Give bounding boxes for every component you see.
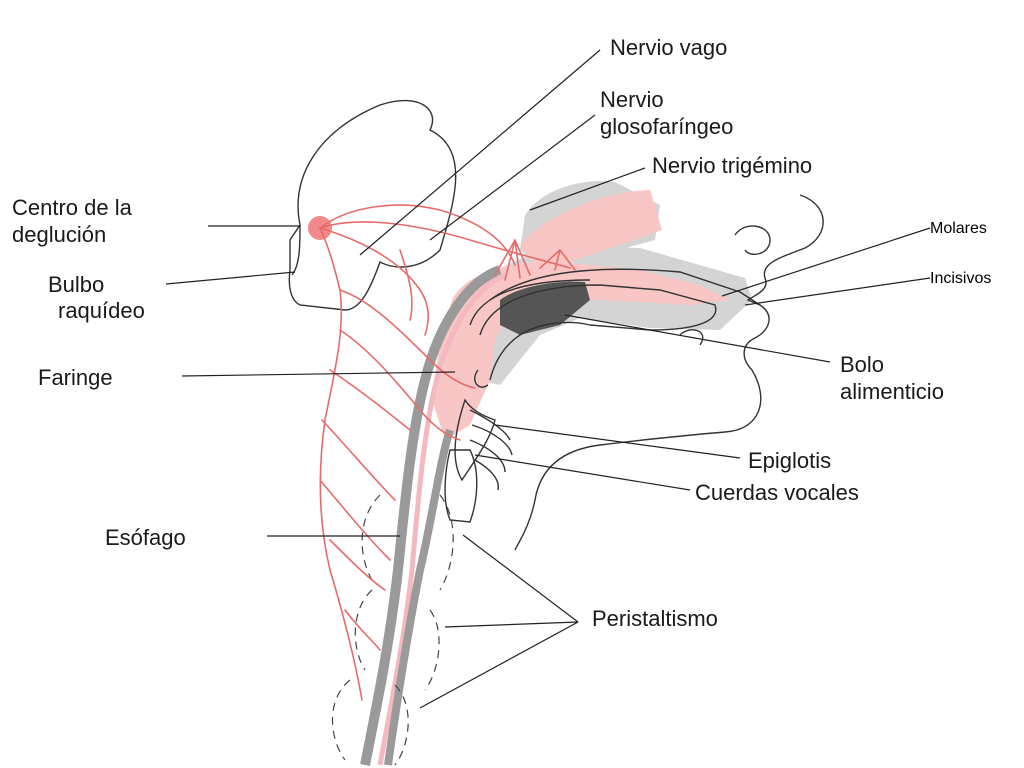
label-nervio-trigemino: Nervio trigémino [652,153,812,178]
leader-peristaltismo-2 [444,621,579,628]
palate-outline [489,268,761,306]
label-bolo-line2: alimenticio [840,379,944,404]
nerve-network [319,204,576,701]
leader-nervio-trigemino [529,167,646,211]
leader-cuerdas [474,454,691,491]
leader-nervio-glosofaringeo [429,114,596,241]
peristalsis-wave-2 [354,589,440,691]
label-molares: Molares [930,220,987,237]
vocal-cords-shape [444,449,478,523]
trachea-tube [384,428,454,766]
epiglottis-shape [454,398,496,482]
label-faringe: Faringe [38,365,113,390]
label-esofago: Esófago [105,525,186,550]
leader-epiglotis [494,424,741,459]
leader-bulbo [165,271,296,285]
label-peristaltismo: Peristaltismo [592,606,718,631]
leader-molares [721,227,931,297]
label-nervio-vago: Nervio vago [610,35,727,60]
peristalsis-wave-3 [331,679,409,766]
esophagus-tube [360,265,502,766]
label-centro-line1: Centro de la [12,195,133,220]
esophagus-inner [377,272,507,766]
leader-faringe [181,371,456,377]
food-bolus [500,281,590,335]
leader-incisivos [744,277,931,306]
leader-peristaltismo-1 [462,534,579,623]
lip-outline [679,329,704,346]
leader-bolo [564,314,831,363]
brain-outline [288,99,457,311]
bolus-rim [469,279,591,326]
label-cuerdas-vocales: Cuerdas vocales [695,480,859,505]
tongue-outline [479,284,717,381]
leader-peristaltismo-3 [419,621,579,709]
label-centro-line2: deglución [12,222,106,247]
peristalsis-wave-1 [361,494,454,591]
face-profile [514,194,824,551]
nose-curl [734,225,771,256]
label-epiglotis: Epiglotis [748,448,831,473]
label-incisivos: Incisivos [930,270,991,287]
label-nervio-glosofaringeo-line2: glosofaríngeo [600,114,733,139]
label-nervio-glosofaringeo-line1: Nervio [600,87,664,112]
label-bolo-line1: Bolo [840,352,884,377]
label-bulbo-line2: raquídeo [58,298,145,323]
leader-nervio-vago [359,49,601,256]
pink-nasopharynx [520,190,662,270]
throat-bump [474,369,489,388]
brainstem-outline [291,224,301,276]
label-bulbo-line1: Bulbo [48,272,104,297]
